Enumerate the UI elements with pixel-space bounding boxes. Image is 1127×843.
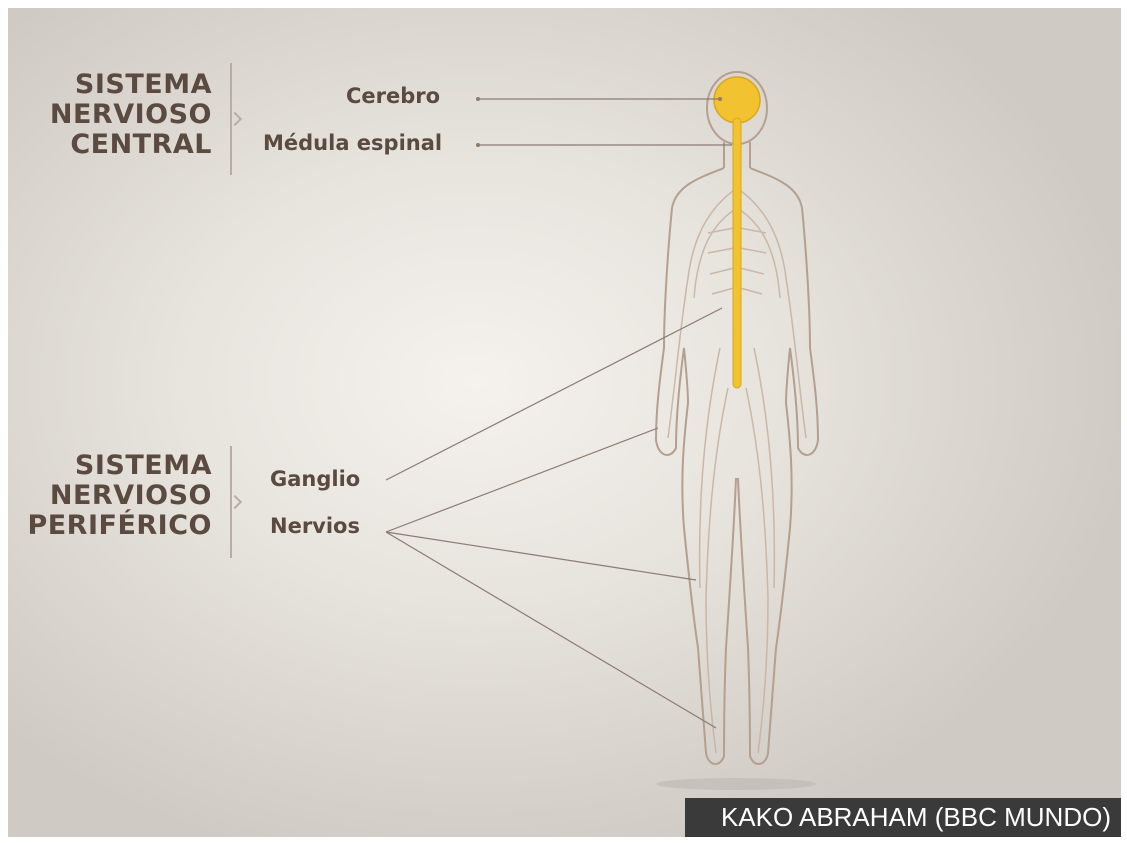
leader-dot-medula	[476, 143, 480, 147]
leader-lines	[8, 8, 1121, 837]
leader-line-nervios-arm	[386, 428, 658, 532]
image-credit: KAKO ABRAHAM (BBC MUNDO)	[685, 798, 1121, 837]
leader-line-nervios-leg	[386, 532, 696, 580]
leader-dot-cerebro	[476, 97, 480, 101]
diagram-canvas: SISTEMA NERVIOSO CENTRAL Cerebro Médula …	[8, 8, 1121, 837]
leader-line-ganglio	[386, 308, 722, 480]
leader-end-cerebro	[718, 97, 722, 101]
leader-line-nervios-foot	[386, 532, 716, 728]
